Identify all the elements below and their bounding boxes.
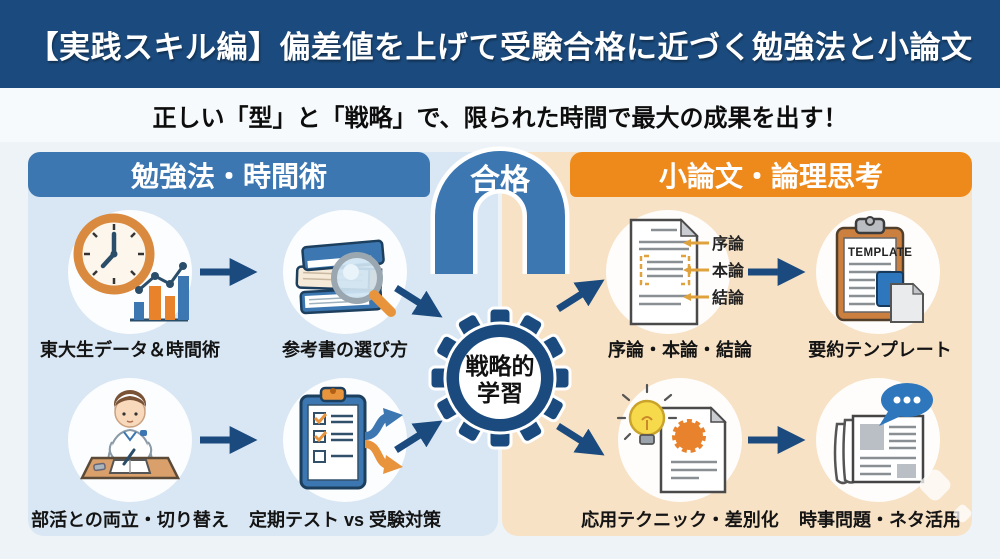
books-magnifier-icon (295, 239, 396, 317)
student-desk-icon (79, 390, 181, 480)
page-title: 【実践スキル編】偏差値を上げて受験合格に近づく勉強法と小論文 (27, 29, 973, 65)
essay-structure-icon: 序論 本論 結論 (629, 218, 745, 326)
item-label-books: 参考書の選び方 (282, 340, 408, 360)
clock-chart-icon (73, 213, 189, 322)
checklist-branch-icon (299, 386, 403, 490)
study-panel-header: 勉強法・時間術 (28, 152, 430, 197)
item-label-todai-data: 東大生データ＆時間術 (40, 340, 220, 360)
essay-intro-label: 序論 (712, 234, 745, 253)
essay-conclusion-label: 結論 (712, 288, 745, 307)
lightbulb-badge-icon (616, 383, 727, 494)
item-label-club-balance: 部活との両立・切り替え (31, 510, 229, 530)
item-label-template: 要約テンプレート (808, 340, 952, 360)
newspaper-bubble-icon (833, 383, 933, 485)
item-label-test-vs-exam: 定期テスト vs 受験対策 (248, 510, 442, 530)
essay-body-label: 本論 (712, 261, 745, 280)
title-banner: 【実践スキル編】偏差値を上げて受験合格に近づく勉強法と小論文 (0, 0, 1000, 88)
template-text: TEMPLATE (848, 247, 912, 259)
template-clipboard-icon: TEMPLATE (835, 216, 925, 323)
study-panel-header-label: 勉強法・時間術 (130, 160, 327, 192)
item-label-technique: 応用テクニック・差別化 (581, 510, 779, 530)
item-label-news-topics: 時事問題・ネタ活用 (799, 510, 961, 530)
item-label-essay-parts: 序論・本論・結論 (608, 340, 752, 360)
essay-panel-header-label: 小論文・論理思考 (658, 160, 883, 192)
page-subtitle: 正しい「型」と「戦略」で、限られた時間で最大の成果を出す！ (152, 104, 848, 132)
subtitle-bar: 正しい「型」と「戦略」で、限られた時間で最大の成果を出す！ (0, 88, 1000, 142)
essay-panel-header: 小論文・論理思考 (570, 152, 972, 197)
